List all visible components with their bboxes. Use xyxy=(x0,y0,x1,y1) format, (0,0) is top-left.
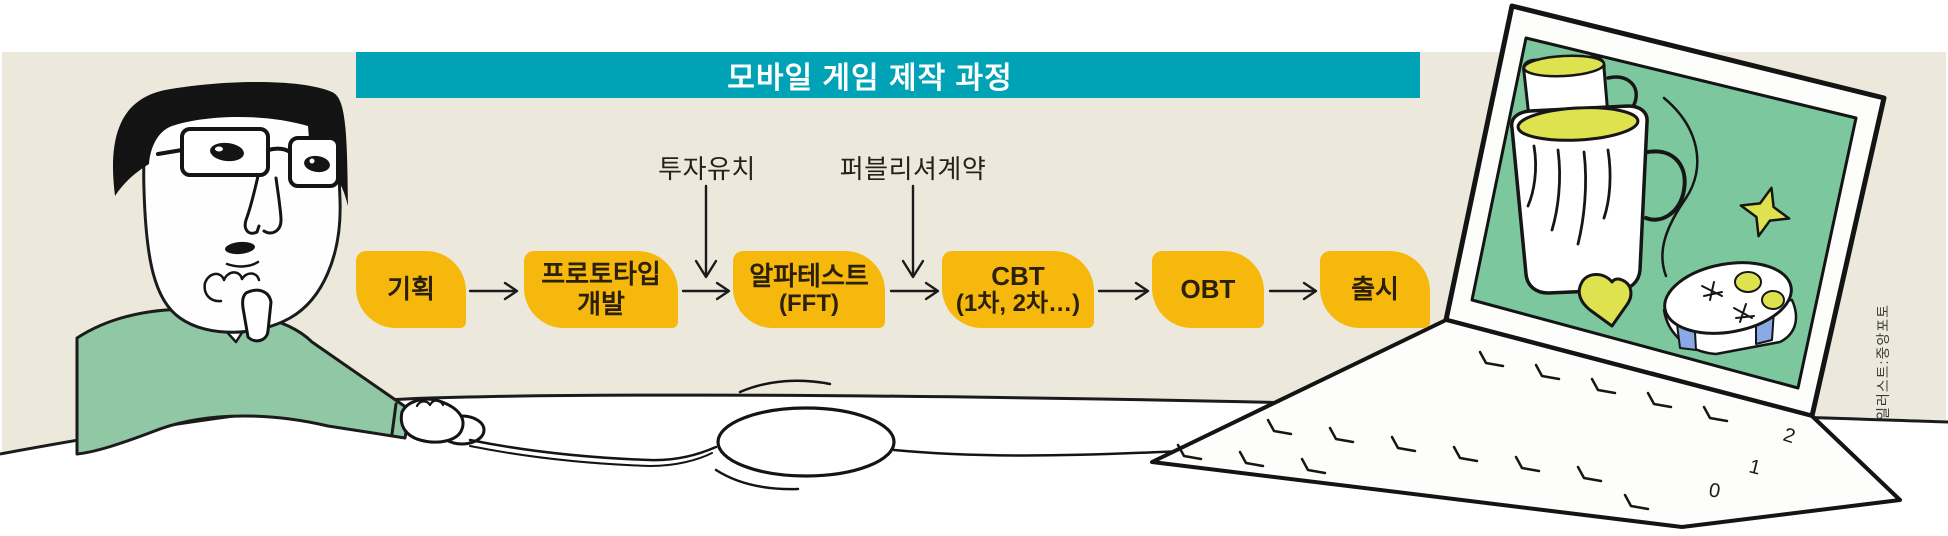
flow-arrows xyxy=(468,184,1318,301)
title-bar: 모바일 게임 제작 과정 xyxy=(356,52,1420,98)
flow-step-planning: 기획 xyxy=(356,251,466,328)
arrow-right-icon xyxy=(889,281,940,301)
man-illustration xyxy=(75,82,412,456)
arrow-right-icon xyxy=(1097,281,1150,301)
flow-step-cbt: CBT (1차, 2차…) xyxy=(942,251,1094,328)
keyboard-digit: 0 xyxy=(1707,479,1722,503)
mouse-and-cable-illustration xyxy=(399,379,1362,491)
flow-step-label: 출시 xyxy=(1351,273,1399,304)
flow-step-label: CBT xyxy=(991,260,1045,291)
flow-step-label: (FFT) xyxy=(779,289,839,317)
laptop-screen-art xyxy=(1509,54,1798,356)
arrow-down-icon xyxy=(901,184,925,279)
arrow-right-icon xyxy=(1268,281,1318,301)
keyboard-digit: 1 xyxy=(1747,456,1763,480)
laptop-illustration: 2 1 0 xyxy=(1150,3,1902,529)
flow-step-label: 기획 xyxy=(387,273,435,304)
flow-step-obt: OBT xyxy=(1152,251,1264,328)
glasses-icon xyxy=(156,127,340,188)
keyboard-keys xyxy=(1176,350,1729,511)
heart-icon xyxy=(1577,273,1633,328)
flow-step-label: 프로토타입 xyxy=(541,259,661,290)
annotation-investment: 투자유치 xyxy=(658,154,756,184)
annotation-publisher-contract: 퍼블리셔계약 xyxy=(839,154,987,184)
credit-text: 일러스트:중앙포토 xyxy=(1875,304,1891,420)
arrow-down-icon xyxy=(694,184,718,279)
arrow-right-icon xyxy=(681,281,731,301)
flow-step-alpha-test: 알파테스트 (FFT) xyxy=(733,251,885,328)
flow-step-label: (1차, 2차…) xyxy=(955,289,1081,317)
arrow-right-icon xyxy=(468,281,519,301)
flow-step-label: 알파테스트 xyxy=(749,260,869,291)
star-icon xyxy=(1739,186,1791,238)
page-title: 모바일 게임 제작 과정 xyxy=(727,62,1013,95)
flow-step-label: OBT xyxy=(1180,273,1236,304)
flow-step-label: 개발 xyxy=(577,288,625,319)
flow-step-launch: 출시 xyxy=(1320,251,1430,328)
flow-step-prototype: 프로토타입 개발 xyxy=(524,251,678,328)
